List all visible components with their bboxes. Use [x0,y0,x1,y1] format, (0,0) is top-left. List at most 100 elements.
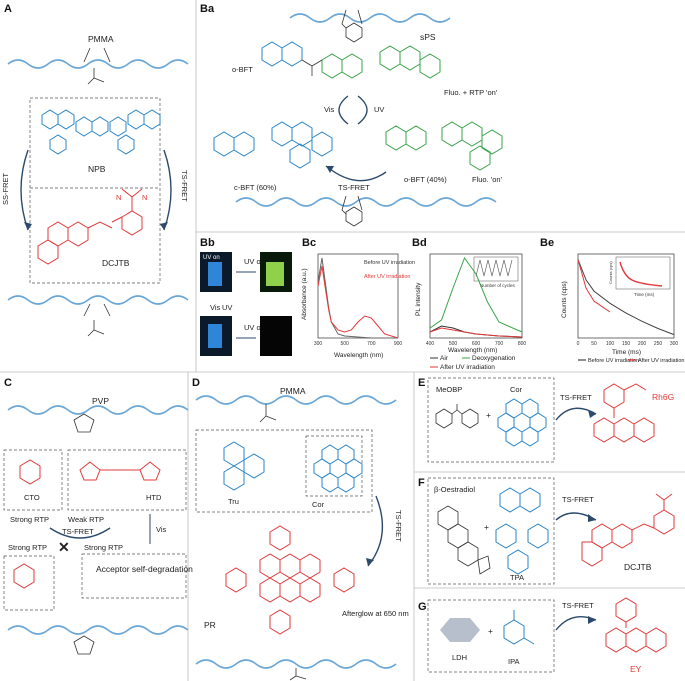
acceptor-box [81,553,187,599]
bc-plot-xtick-2: 700 [367,341,376,347]
ipa-label: IPA [508,657,520,666]
panel-c-label: C [4,377,12,389]
uv-arrow [357,95,368,125]
d-donor-box [195,429,373,513]
pr-label: PR [204,620,216,630]
g-ts-fret-label: TS-FRET [562,601,594,610]
c-ts-fret-label: TS-FRET [62,527,94,536]
cor-label-e: Cor [510,385,523,394]
bd-legend-deox: Deoxygenation [472,355,516,362]
pvp-chain-top [7,405,189,415]
c-bft-structure [213,121,333,169]
d-ts-fret-arrow [367,495,384,567]
uv-label-ba: UV [374,105,384,114]
d-pmma-chain-top [195,395,397,405]
bd-plot-xtick-0: 400 [426,341,435,347]
oestradiol-structure [437,505,491,575]
dcjtb-structure [37,188,143,265]
sample-dark [260,316,292,356]
c-ts-fret-arrow [49,527,111,539]
vis-label-bb: Vis [210,303,221,312]
be-plot-xtick-3: 150 [622,341,631,347]
ts-fret-arrow-ba [325,165,387,182]
be-plot-xtick-6: 300 [670,341,679,347]
npb-label: NPB [88,164,106,174]
uv-off-label-2: UV off [244,323,266,332]
bd-plot-series-0 [429,325,523,338]
vis-label-ba: Vis [324,105,335,114]
be-plot-xtick-5: 250 [654,341,663,347]
cto-label: CTO [24,493,40,502]
panel-c: C PVP CTO HTD Strong RTP Weak RTP TS-FRE… [3,377,193,655]
npb-structure [41,109,161,155]
ss-fret-arrowhead [24,222,32,230]
be-plot-xtick-1: 50 [591,341,597,347]
panel-ba: Ba sPS o-BFT Fluo. + RTP 'on' Vis UV [200,3,503,227]
g-ts-fret-arrowhead [588,616,596,624]
be-plot-series-1 [577,259,611,313]
bd-plot-xtick-4: 800 [518,341,527,347]
rh6g-label: Rh6G [652,392,674,402]
sps-label: sPS [420,32,436,42]
bd-plot-xtick-1: 500 [449,341,458,347]
tru-structure [223,441,265,491]
d-pmma-chain-bottom [195,659,397,669]
f-plus: + [484,522,489,532]
be-plot-xtick-4: 200 [638,341,647,347]
donor-acceptor-box [29,97,161,284]
meobp-structure [435,404,479,429]
strong-rtp-3: Strong RTP [84,543,123,552]
f-ts-fret-label: TS-FRET [562,495,594,504]
panel-bb-label: Bb [200,237,215,249]
be-ylabel: Counts (cps) [561,281,568,318]
be-inset-curve [619,261,663,287]
bd-axes [429,253,523,339]
pmma-chain-top [7,59,189,69]
pvp-ring-top [73,413,95,433]
be-plot: 0 50 100 150 200 250 300 [577,259,679,347]
bc-ylabel: Absorbance (a.u.) [301,268,308,320]
be-legend-2: After UV irradiation [638,358,684,364]
d-pmma-side-top [259,404,277,423]
panel-bc-label: Bc [302,237,316,249]
c-bft-label: c-BFT (60%) [234,183,277,192]
pmma-sidegroup-top [83,47,111,85]
vis-label-c: Vis [156,525,167,534]
panel-e: E MeOBP + Cor TS-FRET Rh6G [418,377,674,463]
o-bft-right-structure [385,121,503,171]
bd-inset-cycles [475,259,513,277]
weak-rtp: Weak RTP [68,515,104,524]
bc-axes [317,253,399,339]
panel-ba-label: Ba [200,3,215,15]
bd-plot-series-1 [429,256,523,333]
tpa-label: TPA [510,573,524,582]
panel-f-label: F [418,477,425,489]
f-dcjtb-structure [581,493,675,567]
meobp-label: MeOBP [436,385,462,394]
pr-structure [225,525,355,635]
bd-xlabel: Wavelength (nm) [448,347,497,354]
dcjtb-cn-left: N [116,193,121,202]
be-plot-xtick-2: 100 [606,341,615,347]
bd-ylabel: PL intensity [415,282,422,316]
bc-plot-xtick-3: 900 [394,341,403,347]
ss-fret-label: SS-FRET [1,172,10,205]
panel-g-label: G [418,601,427,613]
bc-plot-xtick-0: 300 [314,341,323,347]
strong-rtp-1: Strong RTP [10,515,49,524]
ts-fret-label-ba: TS-FRET [338,183,370,192]
d-pmma-side-bottom [289,668,307,681]
be-plot-xtick-0: 0 [577,341,580,347]
fluo-rtp-on-label: Fluo. + RTP 'on' [444,88,498,97]
panel-a: A PMMA NPB N N DCJTB [1,3,189,337]
bd-inset-xlabel: Number of cycles [480,283,516,288]
pvp-label: PVP [92,396,109,406]
f-ts-fret-arrowhead [588,514,596,522]
bd-plot-xtick-3: 700 [495,341,504,347]
